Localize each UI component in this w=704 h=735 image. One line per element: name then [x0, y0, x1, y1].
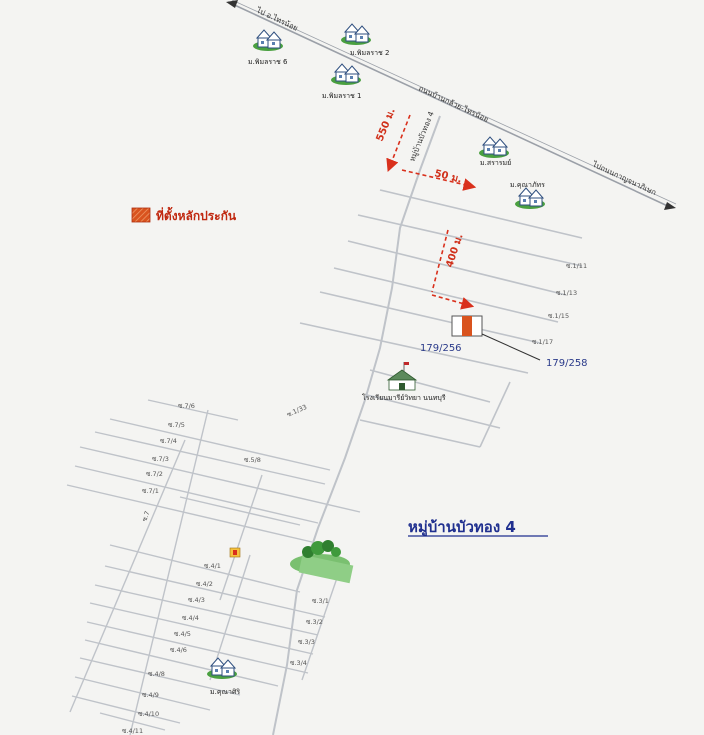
distance-550m: 550 ม.: [375, 107, 398, 143]
soi-label: ซ.4/9: [142, 691, 159, 699]
soi-label: ซ.4/6: [170, 646, 187, 654]
house-icon: [206, 657, 238, 680]
route-path: [386, 114, 477, 310]
house-icon: [340, 23, 372, 46]
house-icon: [330, 63, 362, 86]
soi-label: ซ.1/11: [566, 262, 587, 270]
legend-label: ที่ตั้งหลักประกัน: [156, 206, 237, 223]
upper-sois: [299, 189, 583, 448]
soi-label: ซ.7: [140, 510, 151, 523]
soi-label: ซ.4/1: [204, 562, 221, 570]
soi-label: ซ.3/4: [290, 659, 307, 667]
soi-label: ซ.4/8: [148, 670, 165, 678]
soi-label: ซ.7/3: [152, 455, 169, 463]
soi-label: ซ.4/4: [182, 614, 199, 622]
legend-swatch: [131, 207, 151, 223]
village-label-1: ม.พิมลราช 1: [322, 92, 361, 100]
collateral-location[interactable]: [451, 315, 483, 337]
shop-icon: [229, 547, 241, 558]
lower-grid: [66, 399, 361, 735]
soi-label: ซ.7/6: [178, 402, 195, 410]
village-label-sararom: ม.สรารมย์: [480, 159, 511, 167]
soi-label: ซ.3/2: [306, 618, 323, 626]
arrow-icon: [226, 0, 238, 8]
soi-label: ซ.5/8: [244, 456, 261, 464]
village-trunk: [272, 115, 441, 735]
road-label-to-sai-noi: ไป อ.ไทรน้อย: [254, 5, 299, 32]
school-label: โรงเรียนมารีย์วิทยา นนทบุรี: [362, 393, 446, 402]
village-label-kunaphat: ม.คุณาภัทร: [510, 181, 545, 189]
road-label-to-kanchanaphisek: ไปถนนกาญจนาภิเษก: [590, 159, 657, 197]
soi-label: ซ.1/15: [548, 312, 569, 320]
soi-label: ซ.3/1: [312, 597, 329, 605]
soi-label: ซ.7/2: [146, 470, 163, 478]
soi-label: ซ.7/5: [168, 421, 185, 429]
address-179-258: 179/258: [546, 358, 588, 369]
soi-label: ซ.4/5: [174, 630, 191, 638]
soi-label: ซ.4/11: [122, 727, 143, 735]
village-label-6: ม.พิมลราช 6: [248, 58, 288, 66]
arrow-icon: [664, 202, 676, 210]
soi-label: ซ.4/10: [138, 710, 159, 718]
distance-50m: 50 ม.: [433, 168, 463, 185]
soi-label: ซ.1/17: [532, 338, 553, 346]
address-179-256: 179/256: [420, 343, 462, 354]
village-label-kunasiri: ม.คุณาศิริ: [210, 688, 240, 696]
school-icon: [386, 362, 418, 391]
legend: ที่ตั้งหลักประกัน: [131, 206, 237, 223]
soi-label: ซ.1/33: [286, 403, 309, 419]
distance-400m: 400 ม.: [444, 232, 465, 268]
soi-label: ซ.7/4: [160, 437, 177, 445]
village-label-2: ม.พิมลราช 2: [350, 49, 389, 57]
soi-label: ซ.1/13: [556, 289, 577, 297]
soi-label: ซ.7/1: [142, 487, 159, 495]
house-icon: [478, 136, 510, 159]
soi-label: ซ.3/3: [298, 638, 315, 646]
house-icon: [252, 29, 284, 52]
park-icon: [290, 540, 354, 584]
soi-label: ซ.4/3: [188, 596, 205, 604]
soi-label: ซ.4/2: [196, 580, 213, 588]
map-title: หมู่บ้านบัวทอง 4: [408, 518, 516, 537]
main-road: [226, 0, 677, 210]
soi-labels: ซ.1/11 ซ.1/13 ซ.1/15 ซ.1/17 ซ.1/33 ซ.5/8…: [122, 262, 587, 735]
house-icon: [514, 187, 546, 210]
